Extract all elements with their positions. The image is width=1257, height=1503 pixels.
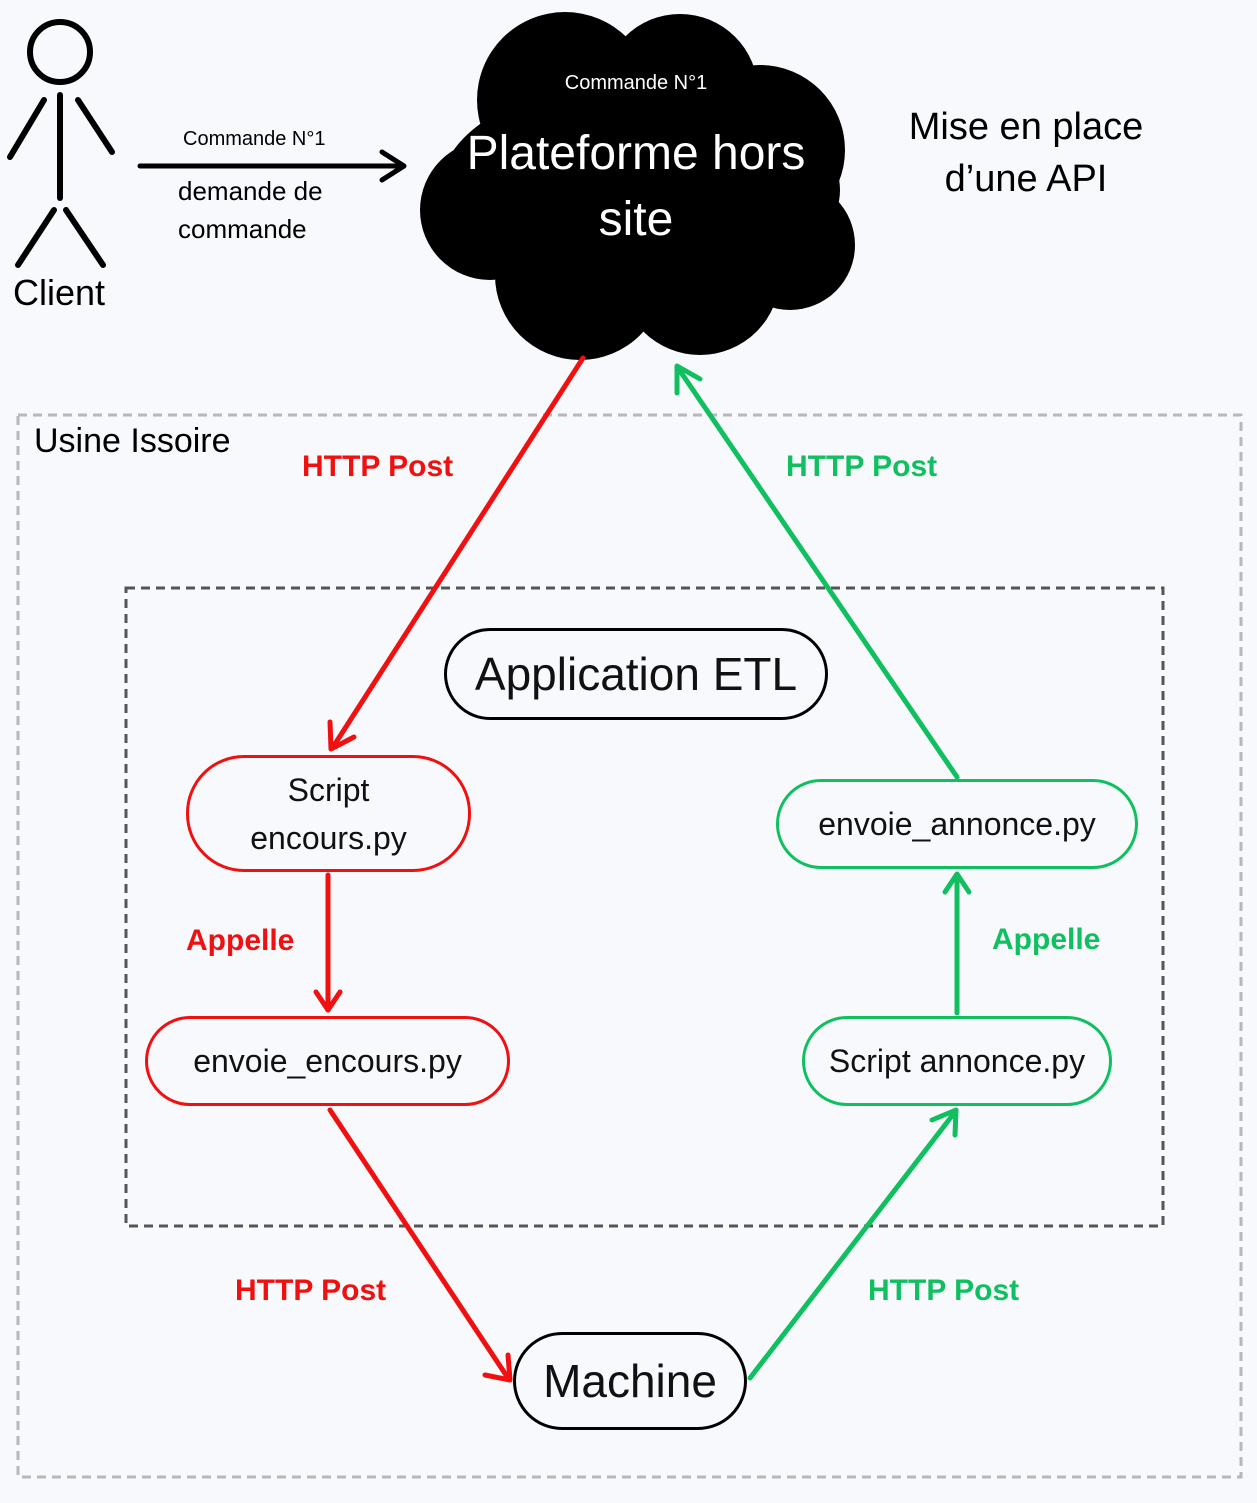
cloud-title-line2: site bbox=[598, 193, 674, 246]
machine-node: Machine bbox=[513, 1332, 747, 1430]
request-title: Commande N°1 bbox=[183, 128, 326, 150]
edge-red-bottom bbox=[327, 1107, 513, 1383]
script-encours-label-line1: Script bbox=[287, 771, 370, 808]
actor-label: Client bbox=[13, 272, 106, 313]
app-etl-node: Application ETL bbox=[444, 628, 828, 720]
cloud-tag: Commande N°1 bbox=[564, 72, 708, 94]
script-annonce-node: Script annonce.py bbox=[802, 1016, 1112, 1106]
edge-label-appelle-green: Appelle bbox=[992, 923, 1101, 956]
edge-label-http-red-bottom: HTTP Post bbox=[235, 1274, 387, 1307]
edge-label-http-green-top: HTTP Post bbox=[786, 450, 938, 483]
request-desc-line1: demande de bbox=[178, 176, 323, 206]
factory-label: Usine Issoire bbox=[34, 422, 231, 460]
edge-green-bottom bbox=[747, 1107, 959, 1381]
app-etl-label: Application ETL bbox=[474, 648, 798, 700]
edge-green-top bbox=[674, 363, 960, 780]
edge-label-http-red-top: HTTP Post bbox=[302, 450, 454, 483]
factory-boundary bbox=[16, 413, 1243, 1479]
envoie-encours-label: envoie_encours.py bbox=[193, 1042, 462, 1079]
edge-label-http-green-bottom: HTTP Post bbox=[868, 1274, 1020, 1307]
script-encours-label-line2: encours.py bbox=[250, 819, 407, 856]
etl-boundary bbox=[124, 586, 1165, 1228]
cloud-shape bbox=[420, 12, 855, 360]
script-encours-node: Script encours.py bbox=[186, 755, 471, 872]
envoie-annonce-node: envoie_annonce.py bbox=[776, 779, 1138, 869]
machine-label: Machine bbox=[543, 1355, 717, 1407]
edge-red-appelle bbox=[313, 872, 343, 1013]
api-note-line1: Mise en place bbox=[908, 106, 1144, 148]
actor-icon bbox=[7, 19, 115, 268]
request-arrow bbox=[137, 149, 407, 183]
script-annonce-label: Script annonce.py bbox=[828, 1042, 1086, 1079]
envoie-encours-node: envoie_encours.py bbox=[145, 1016, 510, 1106]
api-note-line2: d’une API bbox=[944, 158, 1108, 200]
cloud-title-line1: Plateforme hors bbox=[466, 127, 806, 180]
edge-green-appelle bbox=[942, 871, 972, 1016]
edge-label-appelle-red: Appelle bbox=[186, 924, 295, 957]
edge-red-top bbox=[327, 355, 586, 752]
envoie-annonce-label: envoie_annonce.py bbox=[818, 805, 1096, 842]
request-desc-line2: commande bbox=[178, 214, 307, 244]
